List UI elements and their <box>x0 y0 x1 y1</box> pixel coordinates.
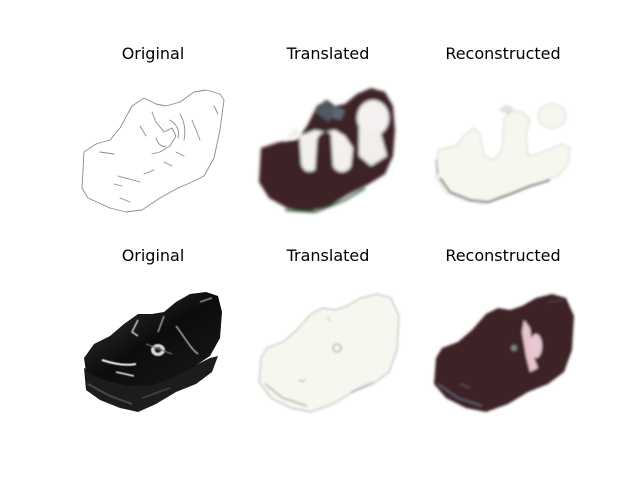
dark-translation-svg <box>255 70 401 216</box>
panel-title-r2c1: Original <box>121 246 185 265</box>
panel-title-r2c3: Reconstructed <box>445 246 561 265</box>
panel-title-r1c1: Original <box>121 44 185 63</box>
sketch-outline-svg <box>81 89 225 213</box>
shoe-dark-translation-image <box>255 70 401 216</box>
panel-title-r1c2: Translated <box>286 44 370 63</box>
panel-title-r2c2: Translated <box>286 246 370 265</box>
shoe-dark-reconstruction-image <box>430 272 576 418</box>
white-reconstruction-svg <box>430 70 576 216</box>
shoe-sketch-outline-image <box>80 70 226 216</box>
panel-title-r1c3: Reconstructed <box>445 44 561 63</box>
shoe-white-translation-image <box>255 272 401 418</box>
dark-reconstruction-svg <box>430 272 576 418</box>
shoe-white-reconstruction-image <box>430 70 576 216</box>
patent-clog-svg <box>80 272 226 418</box>
black-patent-clog-photo-image <box>80 272 226 418</box>
white-translation-svg <box>255 272 401 418</box>
